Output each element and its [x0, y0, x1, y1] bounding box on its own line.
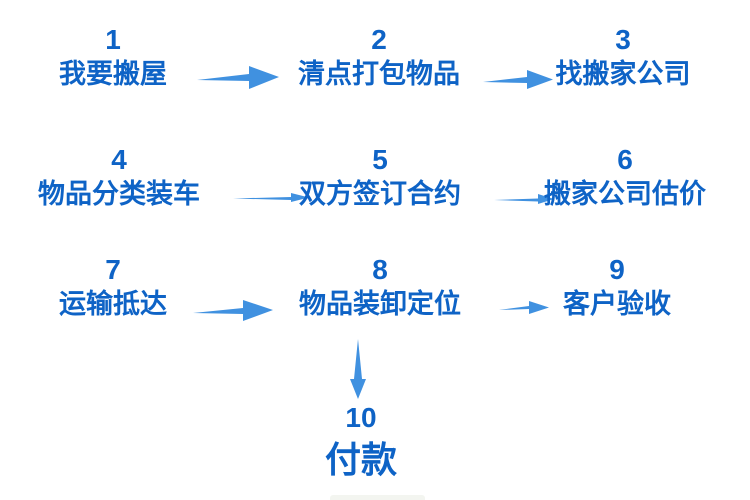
step-label: 物品装卸定位	[299, 289, 461, 320]
step-number: 3	[615, 24, 631, 55]
step-label: 找搬家公司	[555, 59, 691, 90]
flow-step-2: 2 清点打包物品	[298, 24, 460, 91]
step-number: 5	[372, 144, 388, 175]
step-label: 清点打包物品	[298, 59, 460, 90]
arrow-8-to-9-icon	[499, 301, 549, 314]
step-number: 1	[105, 24, 121, 55]
step-number: 9	[609, 254, 625, 285]
step-number: 2	[371, 24, 387, 55]
arrow-4-to-5-icon	[233, 193, 309, 202]
flow-step-6: 6 搬家公司估价	[544, 144, 706, 211]
step-label: 付款	[324, 439, 398, 481]
arrow-2-to-3-icon	[483, 70, 553, 89]
flow-step-1: 1 我要搬屋	[59, 24, 167, 91]
step-number: 6	[617, 144, 633, 175]
step-label: 搬家公司估价	[544, 179, 706, 210]
arrow-5-to-6-icon	[494, 194, 554, 204]
flow-step-9: 9 客户验收	[563, 254, 671, 321]
step-label: 我要搬屋	[59, 59, 167, 90]
flow-step-5: 5 双方签订合约	[299, 144, 461, 211]
step-label: 双方签订合约	[299, 179, 461, 210]
flow-step-10: 10 付款	[325, 402, 397, 481]
flow-step-4: 4 物品分类装车	[38, 144, 200, 211]
flow-step-7: 7 运输抵达	[59, 254, 167, 321]
arrow-1-to-2-icon	[197, 66, 279, 89]
flow-step-8: 8 物品装卸定位	[299, 254, 461, 321]
step-label: 运输抵达	[59, 289, 167, 320]
step-number: 10	[345, 402, 377, 433]
flow-step-3: 3 找搬家公司	[556, 24, 691, 91]
step-label: 物品分类装车	[38, 179, 200, 210]
step-number: 4	[111, 144, 127, 175]
arrow-8-to-10-icon	[350, 339, 366, 399]
bottom-cutoff-artifact	[330, 495, 425, 500]
arrow-7-to-8-icon	[193, 300, 273, 321]
step-number: 7	[105, 254, 121, 285]
step-number: 8	[372, 254, 388, 285]
step-label: 客户验收	[563, 289, 671, 320]
